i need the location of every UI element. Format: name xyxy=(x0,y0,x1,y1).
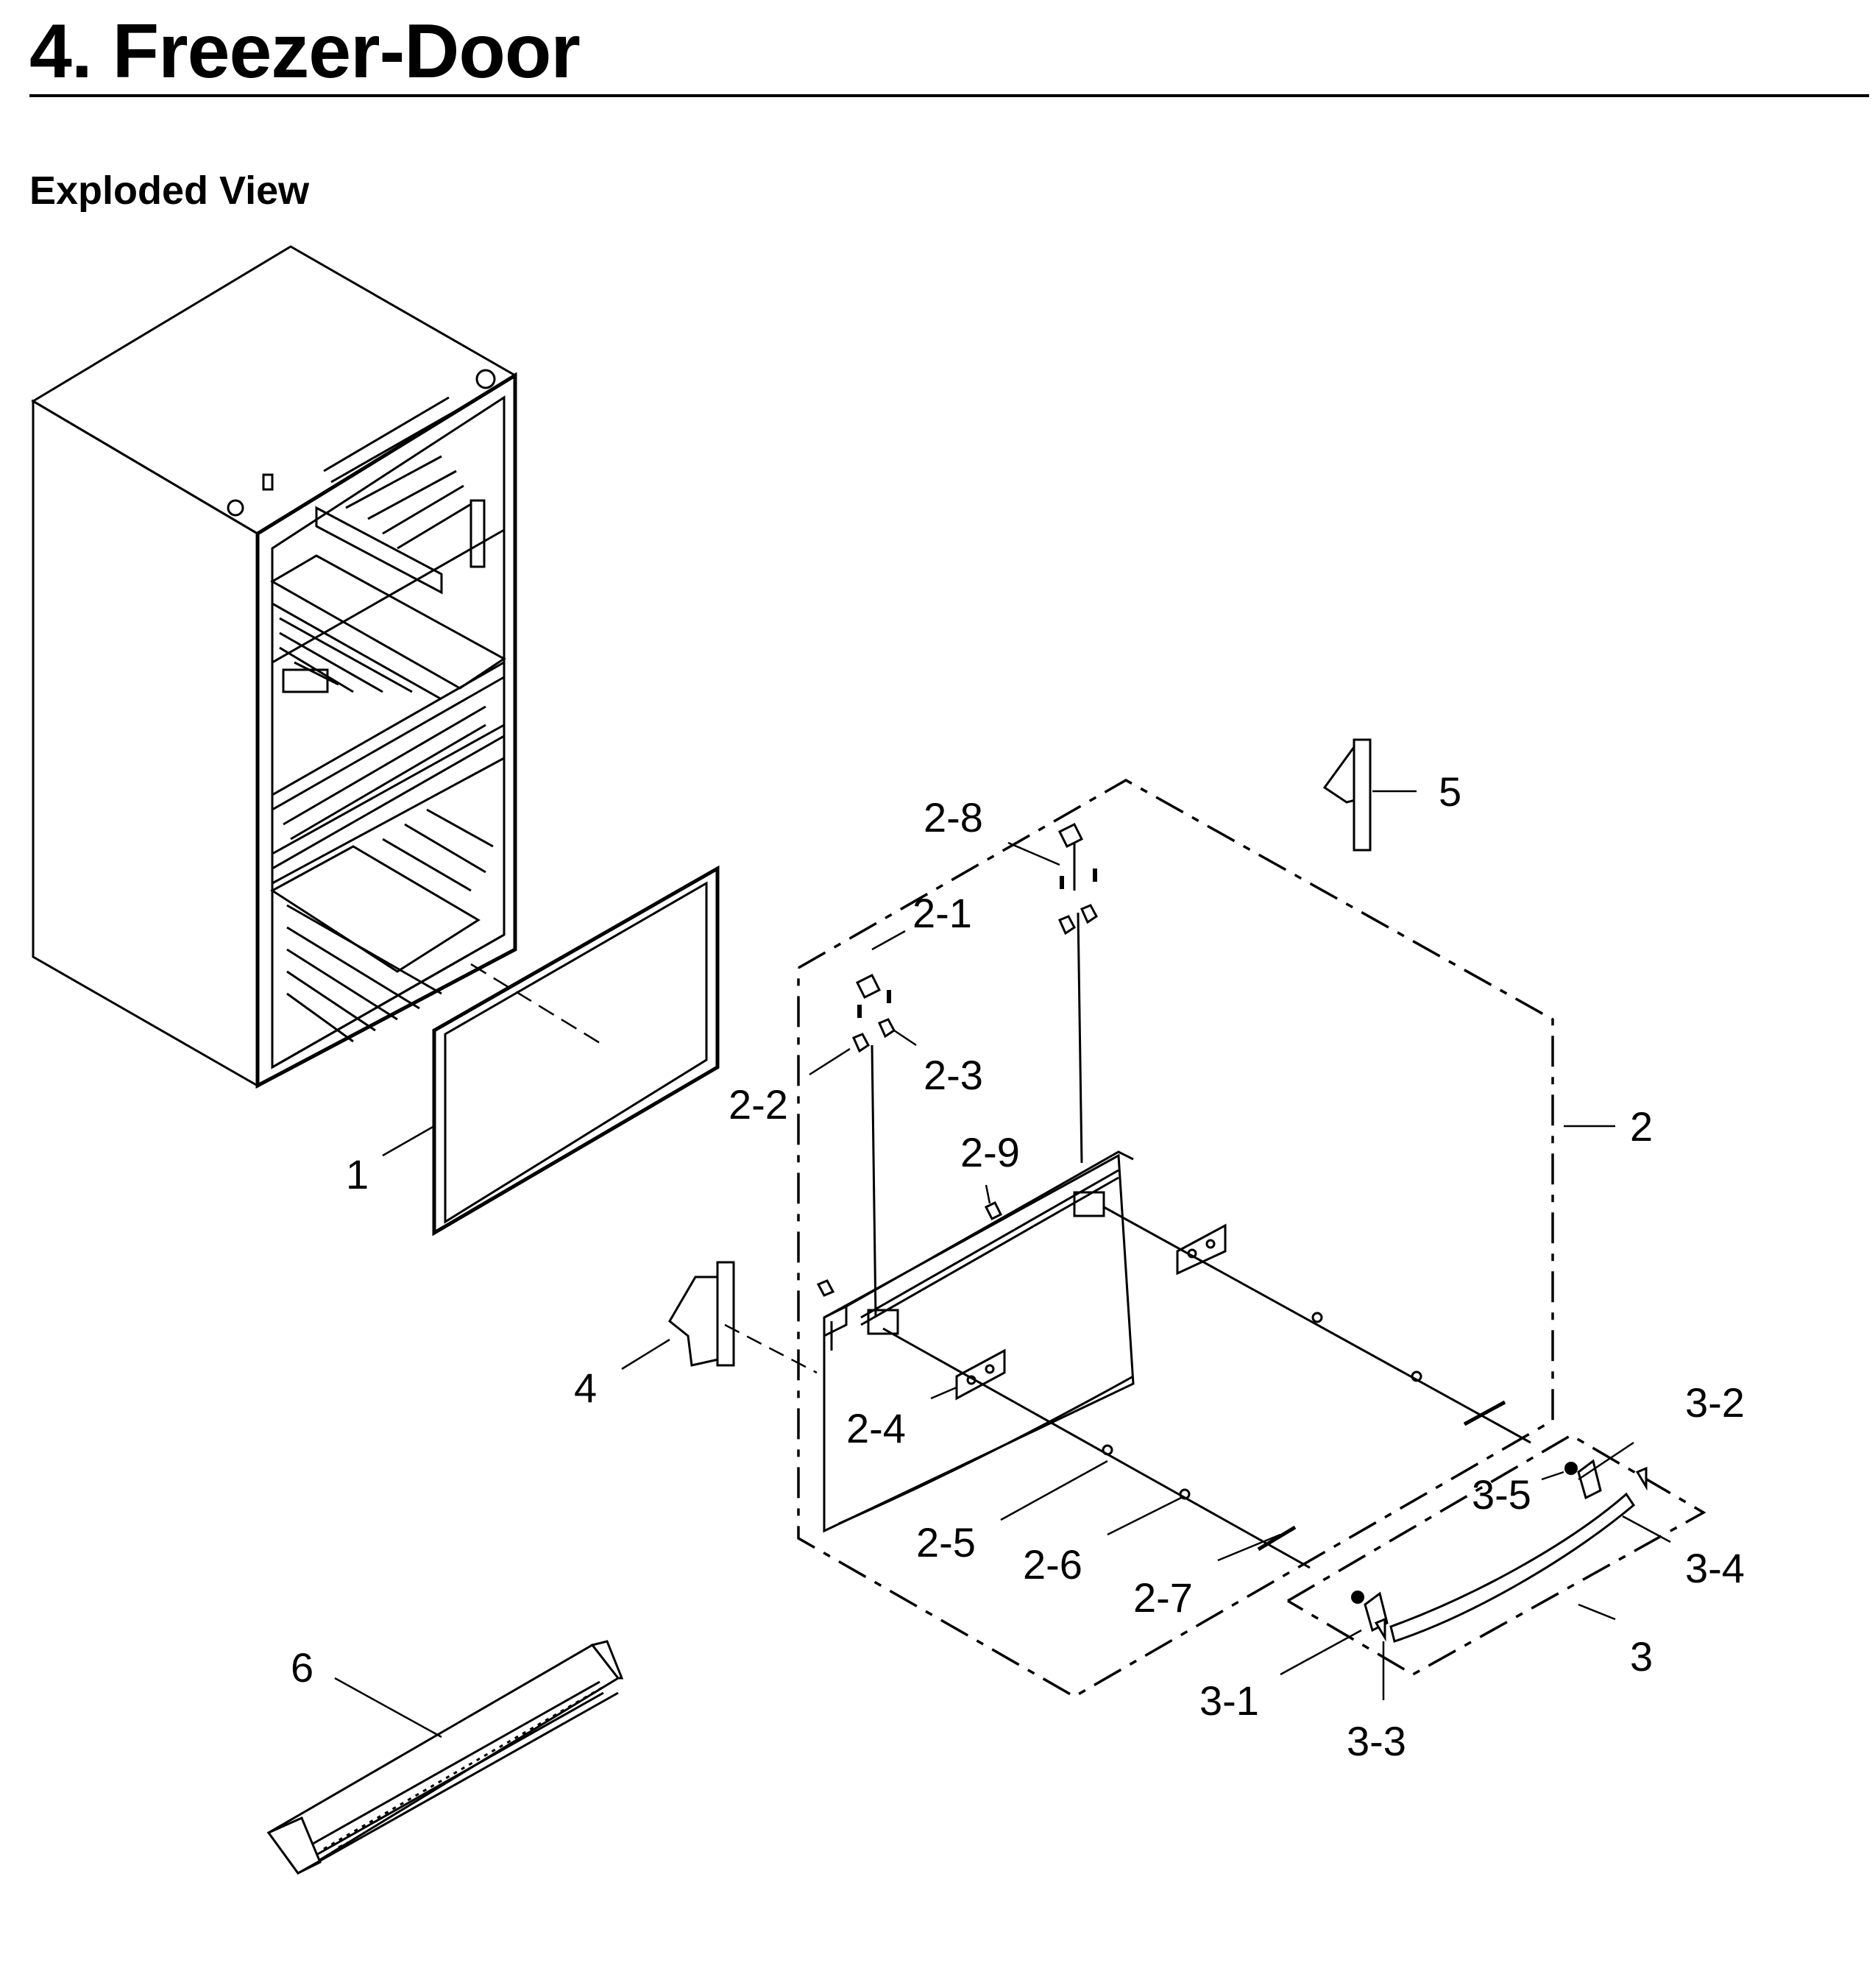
callout-4: 4 xyxy=(574,1365,597,1411)
title-rule xyxy=(29,94,1869,97)
upper-hinge-part xyxy=(1322,738,1372,852)
freezer-door-assembly-outline xyxy=(797,778,1554,1699)
callout-6: 6 xyxy=(291,1644,313,1691)
door-rails xyxy=(882,1206,1531,1569)
door-gasket-part xyxy=(432,865,720,1237)
small-parts xyxy=(816,822,1098,1297)
callout-2-8: 2-8 xyxy=(924,794,983,841)
callout-2-3: 2-3 xyxy=(924,1052,983,1098)
callout-2-6: 2-6 xyxy=(1023,1541,1082,1588)
leader-lines xyxy=(334,790,1671,1738)
door-handle-assembly xyxy=(1287,1433,1706,1677)
callout-3: 3 xyxy=(1630,1633,1653,1680)
callout-labels: 1 2 2-1 2-2 2-3 2-4 2-5 2-6 2-7 2-8 2-9 … xyxy=(291,768,1745,1764)
callout-2-9: 2-9 xyxy=(960,1129,1020,1175)
callout-1: 1 xyxy=(346,1151,369,1198)
callout-2-1: 2-1 xyxy=(912,890,972,936)
door-panel xyxy=(823,1150,1135,1533)
callout-3-1: 3-1 xyxy=(1199,1677,1259,1724)
callout-3-3: 3-3 xyxy=(1347,1718,1406,1764)
callout-3-2: 3-2 xyxy=(1685,1379,1745,1426)
callout-2-5: 2-5 xyxy=(916,1519,976,1566)
refrigerator-cabinet xyxy=(31,245,517,1089)
section-heading: Exploded View xyxy=(29,169,310,213)
freezer-drawer-part xyxy=(266,1640,624,1875)
callout-2: 2 xyxy=(1630,1103,1653,1150)
callout-3-4: 3-4 xyxy=(1685,1545,1745,1591)
callout-5: 5 xyxy=(1439,768,1461,815)
callout-3-5: 3-5 xyxy=(1472,1471,1531,1518)
callout-2-2: 2-2 xyxy=(729,1081,788,1128)
callout-2-4: 2-4 xyxy=(846,1405,906,1451)
page-title: 4. Freezer-Door xyxy=(29,9,581,94)
callout-2-7: 2-7 xyxy=(1133,1574,1193,1621)
lower-hinge-part xyxy=(668,1261,818,1374)
